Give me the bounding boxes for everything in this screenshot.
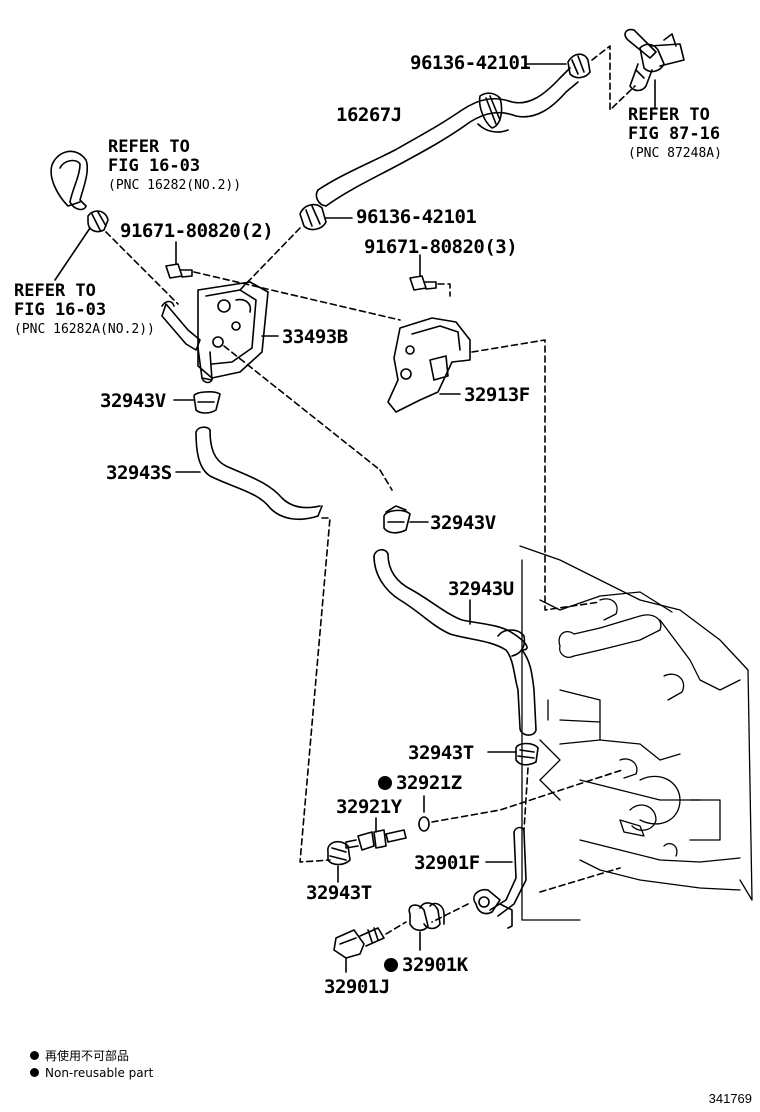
non-reusable-dot-icon (384, 958, 398, 972)
ref-fig-16-03-left: REFER TO FIG 16-03 (PNC 16282A(NO.2)) (14, 282, 155, 339)
label-32943T-upper: 32943T (408, 742, 474, 764)
label-91671-80820-3: 91671-80820(3) (364, 236, 518, 258)
ref-16-03-left-line1: REFER TO (14, 281, 96, 301)
ref-16-03-top-line1: REFER TO (108, 137, 190, 157)
ref-fig-87-16: REFER TO FIG 87-16 (PNC 87248A) (628, 106, 722, 163)
label-91671-80820-2: 91671-80820(2) (120, 220, 274, 242)
label-32921Z-text: 32921Z (396, 772, 462, 794)
label-32901F: 32901F (414, 852, 480, 874)
hose-32943S (195, 426, 323, 521)
union-32921Y (345, 829, 407, 851)
ref-16-03-left-pnc: (PNC 16282A(NO.2)) (14, 322, 155, 337)
clamp-16267J (477, 92, 509, 133)
label-32943U: 32943U (448, 578, 514, 600)
grommet-32943V-a (193, 391, 221, 414)
oring-32921Z (418, 816, 430, 832)
ref-fig-16-03-top: REFER TO FIG 16-03 (PNC 16282(NO.2)) (108, 138, 241, 195)
ref-87-16-pnc: (PNC 87248A) (628, 146, 722, 161)
bracket-33493B (197, 281, 269, 379)
non-reusable-dot-icon (378, 776, 392, 790)
label-32921Z: 32921Z (378, 772, 462, 794)
bracket-32913F (387, 317, 471, 413)
label-32913F: 32913F (464, 384, 530, 406)
hose-16267J (315, 67, 579, 207)
ref-87-16-line1: REFER TO (628, 105, 710, 125)
label-32943V-upper: 32943V (100, 390, 166, 412)
bolt-91671-a (165, 263, 193, 279)
hose-fig-16-03 (50, 150, 89, 211)
legend-en: Non-reusable part (30, 1066, 153, 1080)
label-33493B: 33493B (282, 326, 348, 348)
bolt-91671-b (409, 275, 437, 291)
label-96136-42101-top: 96136-42101 (410, 52, 531, 74)
label-32901K-text: 32901K (402, 954, 468, 976)
illustration-number: 341769 (708, 1091, 752, 1106)
label-32943S: 32943S (106, 462, 172, 484)
label-16267J: 16267J (336, 104, 402, 126)
label-32901J: 32901J (324, 976, 390, 998)
ref-16-03-top-pnc: (PNC 16282(NO.2)) (108, 178, 242, 193)
bolt-32901J (333, 927, 385, 959)
grommet-32943V-b (383, 505, 411, 534)
label-32901K: 32901K (384, 954, 468, 976)
clamp-32943T-b (327, 840, 351, 866)
legend-en-text: Non-reusable part (45, 1066, 154, 1080)
legend-jp-text: 再使用不可部品 (45, 1049, 130, 1063)
clamp-32943T-a (515, 742, 539, 766)
clip-96136-top (567, 53, 591, 79)
valve-87-16 (624, 28, 685, 92)
label-32943T-lower: 32943T (306, 882, 372, 904)
label-32943V-lower: 32943V (430, 512, 496, 534)
label-32921Y: 32921Y (336, 796, 402, 818)
ref-87-16-line2: FIG 87-16 (628, 124, 721, 144)
legend-jp: 再使用不可部品 (30, 1047, 129, 1064)
ref-16-03-left-line2: FIG 16-03 (14, 300, 107, 320)
clip-hose-end (87, 210, 109, 233)
legend-dot-icon (30, 1068, 39, 1077)
label-96136-42101-mid: 96136-42101 (356, 206, 477, 228)
clip-96136-mid (299, 203, 327, 231)
clamp-32901K (408, 902, 445, 932)
pipe-32901F (473, 826, 527, 929)
engine-block (519, 545, 753, 921)
pipe-33493B (161, 300, 213, 384)
ref-16-03-top-line2: FIG 16-03 (108, 156, 201, 176)
legend-dot-icon (30, 1051, 39, 1060)
